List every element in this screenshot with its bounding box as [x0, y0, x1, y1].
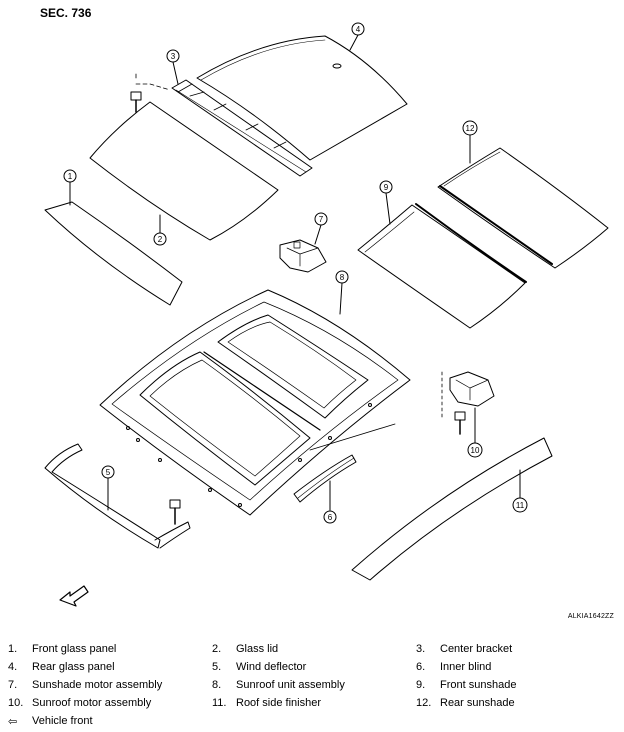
legend-number: 4.	[8, 661, 18, 673]
center-bracket	[130, 73, 313, 177]
legend-number: 6.	[416, 661, 426, 673]
callout-4: 4	[349, 22, 365, 51]
legend-label: Sunroof unit assembly	[236, 679, 345, 691]
legend-row: 7. Sunshade motor assembly 8. Sunroof unit…	[8, 676, 620, 694]
inner-blind	[293, 423, 396, 503]
legend-item: 6. Inner blind	[416, 661, 620, 673]
svg-text:12: 12	[466, 124, 475, 133]
legend-item: 10. Sunroof motor assembly	[8, 697, 212, 709]
sunshade-motor-assembly	[279, 239, 327, 273]
legend-item: 5. Wind deflector	[212, 661, 416, 673]
rear-glass-panel	[196, 35, 408, 161]
glass-lid	[89, 101, 279, 241]
legend-number: 8.	[212, 679, 222, 691]
legend-row: ⇦ Vehicle front	[8, 712, 620, 730]
callout-1: 1	[63, 169, 77, 206]
vehicle-front-symbol: ⇦	[8, 715, 18, 728]
callout-2: 2	[153, 214, 167, 246]
callout-9: 9	[379, 180, 393, 225]
legend-number: 10.	[8, 697, 24, 709]
legend-item: 8. Sunroof unit assembly	[212, 679, 416, 691]
legend-item: 4. Rear glass panel	[8, 661, 212, 673]
svg-text:11: 11	[516, 501, 525, 510]
legend-number: 11.	[212, 697, 227, 709]
legend-label: Front sunshade	[440, 679, 517, 691]
sunroof-motor-assembly	[441, 371, 495, 435]
legend-number: 2.	[212, 643, 222, 655]
legend-item: 9. Front sunshade	[416, 679, 620, 691]
callout-8: 8	[335, 270, 349, 315]
legend-number: 5.	[212, 661, 222, 673]
front-glass-panel	[44, 201, 183, 306]
legend-item: 7. Sunshade motor assembly	[8, 679, 212, 691]
legend-item: 11. Roof side finisher	[212, 697, 416, 709]
legend-label: Vehicle front	[32, 714, 93, 727]
legend-number: 12.	[416, 697, 432, 709]
legend-row: 4. Rear glass panel 5. Wind deflector 6. In…	[8, 658, 620, 676]
legend-label: Sunshade motor assembly	[32, 679, 163, 691]
legend-row: 1. Front glass panel 2. Glass lid 3. Center…	[8, 640, 620, 658]
svg-text:7: 7	[319, 215, 324, 224]
legend-label: Front glass panel	[32, 643, 117, 655]
callout-10: 10	[467, 407, 483, 458]
legend-label: Glass lid	[236, 643, 279, 655]
legend-item: 2. Glass lid	[212, 643, 416, 655]
callout-12: 12	[462, 120, 478, 164]
legend-number: 9.	[416, 679, 426, 691]
front-sunshade	[357, 203, 527, 329]
callout-11: 11	[512, 469, 528, 513]
legend-number: 3.	[416, 643, 426, 655]
svg-text:3: 3	[171, 52, 176, 61]
parts-legend: 1. Front glass panel 2. Glass lid 3. Center…	[8, 640, 620, 730]
legend-item: 1. Front glass panel	[8, 643, 212, 655]
legend-item: ⇦ Vehicle front	[8, 715, 222, 728]
svg-text:2: 2	[158, 235, 163, 244]
legend-label: Inner blind	[440, 661, 492, 673]
svg-text:4: 4	[356, 25, 361, 34]
legend-label: Center bracket	[440, 643, 513, 655]
legend-number: 7.	[8, 679, 18, 691]
svg-text:10: 10	[471, 446, 480, 455]
legend-label: Sunroof motor assembly	[32, 697, 152, 709]
legend-label: Rear glass panel	[32, 661, 115, 673]
figure-code: ALKIA1642ZZ	[567, 613, 614, 620]
legend-item: 3. Center bracket	[416, 643, 620, 655]
roof-side-finisher	[351, 437, 553, 581]
legend-number: 1.	[8, 643, 18, 655]
svg-text:1: 1	[68, 172, 73, 181]
legend-label: Roof side finisher	[236, 697, 321, 709]
wind-deflector	[44, 443, 191, 549]
callout-7: 7	[314, 212, 328, 245]
callout-6: 6	[323, 480, 337, 524]
callouts: 1 2 3 4 5 6 7 8 9 10 11 12	[63, 22, 528, 524]
svg-text:9: 9	[384, 183, 389, 192]
svg-text:5: 5	[106, 468, 111, 477]
exploded-diagram: 1 2 3 4 5 6 7 8 9 10 11 12	[44, 22, 609, 607]
vehicle-front-arrow	[59, 585, 89, 607]
callout-3: 3	[166, 49, 180, 85]
legend-row: 10. Sunroof motor assembly 11. Roof side f…	[8, 694, 620, 712]
svg-text:6: 6	[328, 513, 333, 522]
rear-sunshade	[437, 147, 609, 269]
legend-label: Wind deflector	[236, 661, 307, 673]
legend-label: Rear sunshade	[440, 697, 515, 709]
svg-text:8: 8	[340, 273, 345, 282]
legend-item: 12. Rear sunshade	[416, 697, 620, 709]
callout-5: 5	[101, 465, 115, 511]
section-label: SEC. 736	[40, 6, 92, 20]
sunroof-unit-assembly	[99, 289, 411, 516]
